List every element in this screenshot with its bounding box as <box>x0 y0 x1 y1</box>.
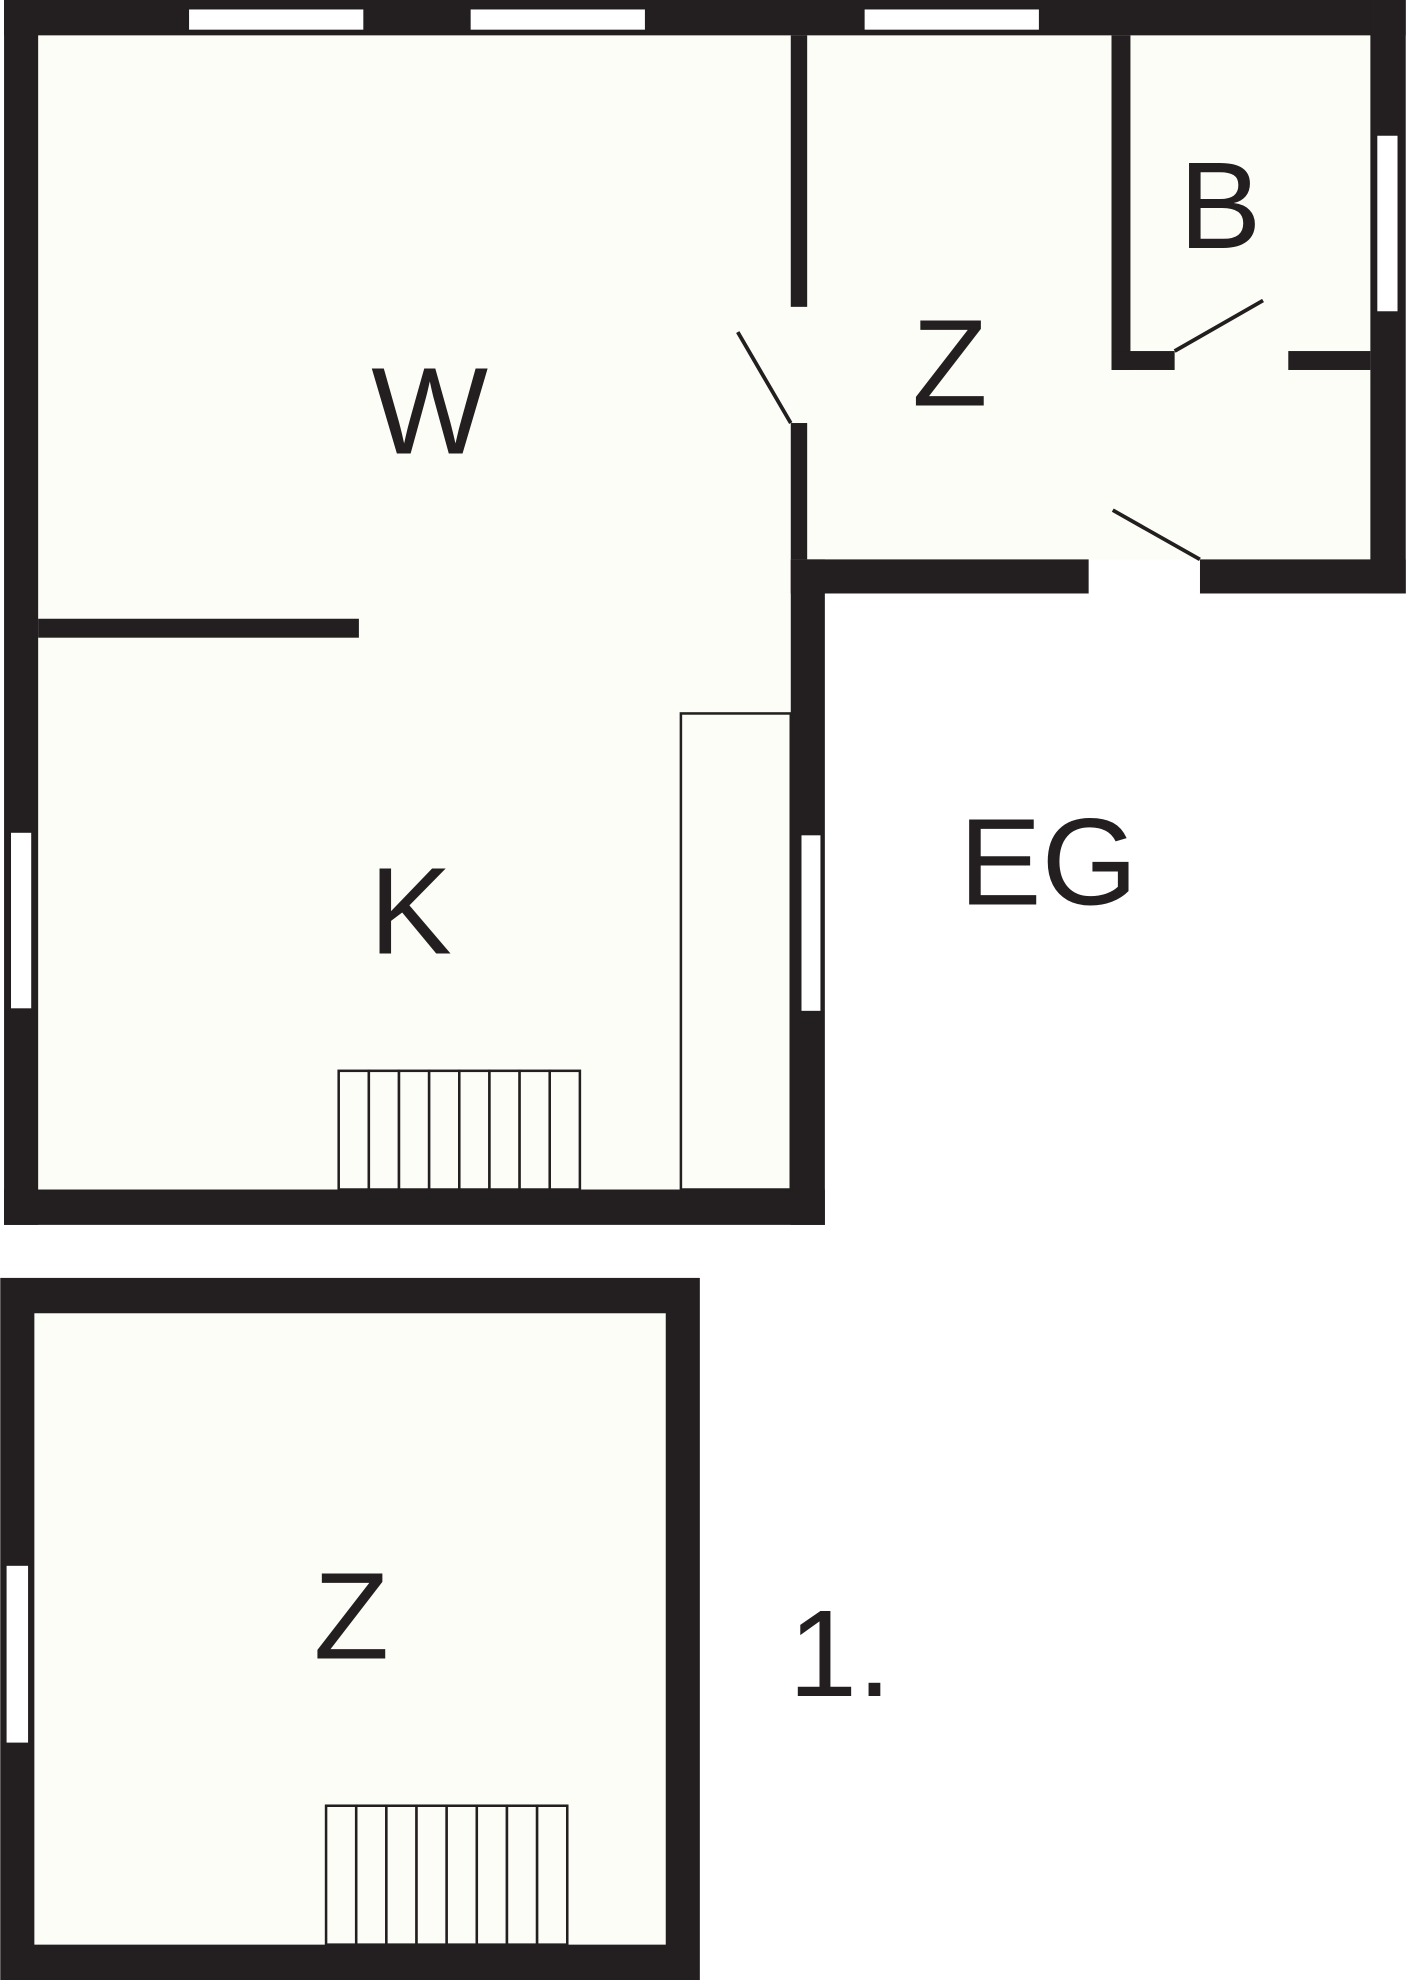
ground-floor: W Z B K EG <box>4 0 1406 1225</box>
stair-tread <box>445 1804 479 1946</box>
stairs <box>337 1069 582 1191</box>
first-floor: Z 1. <box>0 1277 892 1980</box>
room-label-b: B <box>1179 137 1262 275</box>
floor-label-eg: EG <box>959 793 1138 931</box>
room-label-w: W <box>371 343 488 481</box>
stair-tread <box>488 1069 521 1191</box>
window <box>6 1565 29 1743</box>
stair-tread <box>535 1804 569 1946</box>
room-label-z: Z <box>314 1547 390 1685</box>
stair-tread <box>475 1804 509 1946</box>
stair-tread <box>505 1804 539 1946</box>
stair-tread <box>548 1069 582 1191</box>
room-label-k: K <box>369 843 452 981</box>
windows <box>9 8 1399 1013</box>
stair-tread <box>367 1069 401 1191</box>
stair-tread <box>354 1804 388 1946</box>
stair-tread <box>397 1069 431 1191</box>
stair-tread <box>385 1804 418 1946</box>
stair-tread <box>458 1069 491 1191</box>
stair-tread <box>324 1804 358 1946</box>
stair-tread <box>337 1069 371 1191</box>
stair-tread <box>427 1069 461 1191</box>
stair-tread <box>415 1804 448 1946</box>
floor-label-1: 1. <box>788 1585 891 1723</box>
door-swings <box>736 298 1264 562</box>
room-label-z: Z <box>912 295 988 433</box>
stairs <box>324 1804 569 1946</box>
stair-tread <box>518 1069 551 1191</box>
floor-area-wk <box>38 35 791 1190</box>
floor-area-zb <box>790 35 1371 560</box>
closet <box>679 712 793 1191</box>
